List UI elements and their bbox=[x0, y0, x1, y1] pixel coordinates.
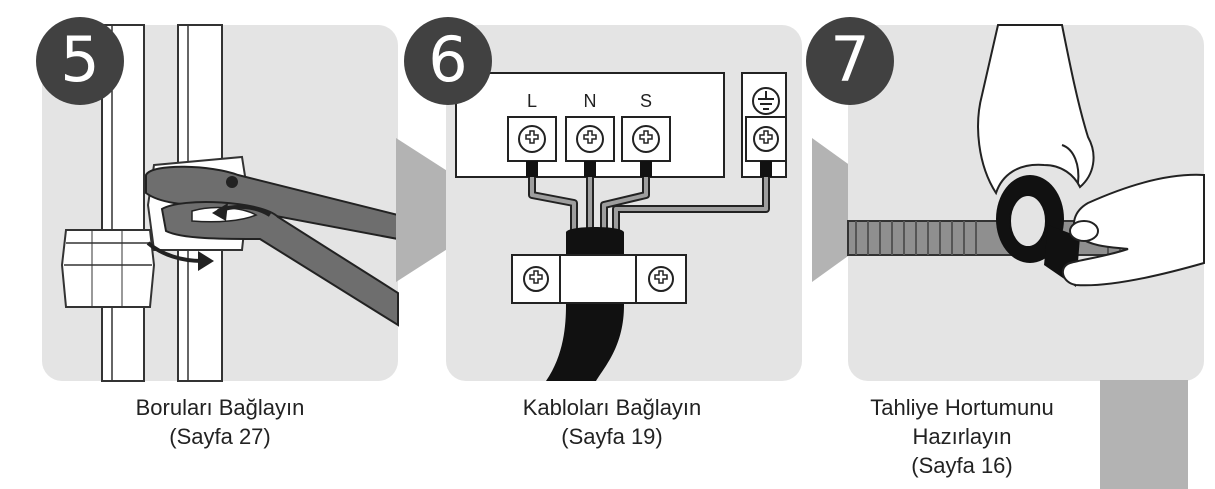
cable-connection-illustration: L N S bbox=[455, 72, 787, 381]
caption-line: (Sayfa 19) bbox=[561, 424, 663, 449]
step-number-badge: 7 bbox=[806, 17, 894, 105]
caption-line: Boruları Bağlayın bbox=[135, 395, 305, 420]
terminal-screw-icon bbox=[523, 266, 549, 292]
caption-line: (Sayfa 16) bbox=[911, 453, 1013, 478]
step-number-badge: 5 bbox=[36, 17, 124, 105]
pipe-connection-illustration bbox=[60, 24, 399, 382]
caption-line: Kabloları Bağlayın bbox=[522, 395, 702, 420]
hand-icon bbox=[977, 24, 1095, 196]
tape-roll-icon bbox=[996, 175, 1080, 287]
drain-hose-illustration bbox=[847, 24, 1205, 287]
step-7-panel: 7 bbox=[806, 17, 1205, 381]
step-5-caption: Boruları Bağlayın (Sayfa 27) bbox=[40, 393, 400, 451]
continuation-block bbox=[1100, 380, 1188, 489]
caption-line: Hazırlayın bbox=[912, 424, 1012, 449]
ground-symbol-icon bbox=[752, 87, 780, 115]
hand-icon bbox=[1061, 173, 1205, 287]
terminal-screw-icon bbox=[648, 266, 674, 292]
step-number-badge: 6 bbox=[404, 17, 492, 105]
terminal-screw-icon bbox=[507, 116, 557, 177]
rotation-arrow-icon bbox=[146, 203, 272, 271]
caption-line: (Sayfa 27) bbox=[169, 424, 271, 449]
terminal-label-s: S bbox=[640, 91, 652, 111]
terminal-label-n: N bbox=[584, 91, 597, 111]
step-5-panel: 5 bbox=[36, 17, 399, 382]
step-6-caption: Kabloları Bağlayın (Sayfa 19) bbox=[432, 393, 792, 451]
caption-line: Tahliye Hortumunu bbox=[870, 395, 1054, 420]
terminal-label-l: L bbox=[527, 91, 537, 111]
step-6-panel: L N S 6 bbox=[404, 17, 802, 381]
step-7-caption: Tahliye Hortumunu Hazırlayın (Sayfa 16) bbox=[782, 393, 1142, 480]
terminal-screw-icon bbox=[745, 116, 787, 177]
terminal-screw-icon bbox=[621, 116, 671, 177]
terminal-screw-icon bbox=[565, 116, 615, 177]
